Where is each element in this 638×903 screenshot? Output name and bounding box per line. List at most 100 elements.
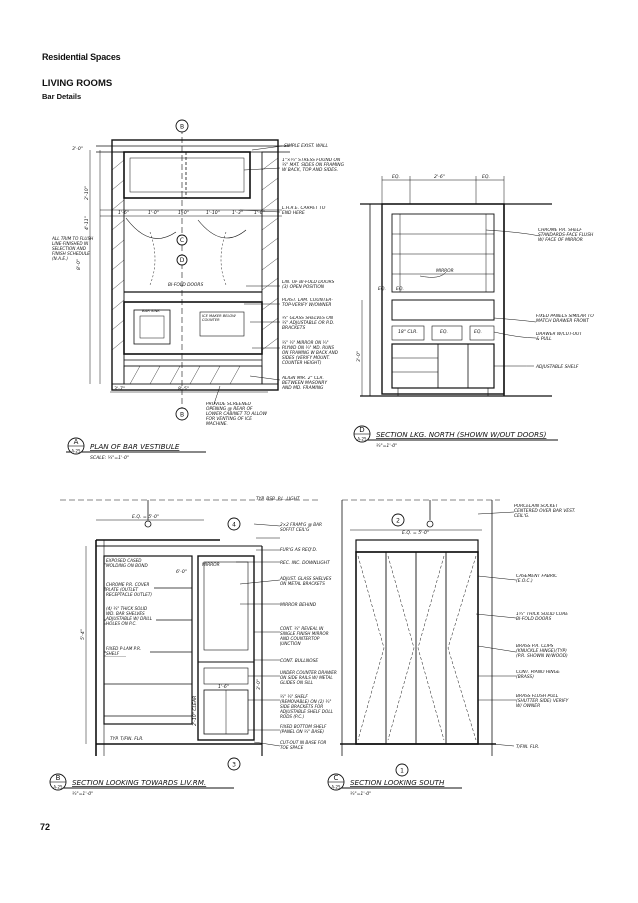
dimension: 1'-0" xyxy=(148,210,159,216)
annotation: TYP. BSB. P.L. LIGHT xyxy=(256,496,300,502)
annotation: ADJUST. GLASS SHELVES ON METAL BRACKETS xyxy=(280,576,332,586)
drawing-title: PLAN OF BAR VESTIBULE xyxy=(90,442,180,451)
annotation: UNDER COUNTER DRAWER ON SIDE RAILS W/ ME… xyxy=(280,670,337,685)
section-looking-south xyxy=(340,499,517,756)
annotation: CUT-OUT IN BASE FOR TOE SPACE xyxy=(280,740,327,750)
dimension: 1'-0" xyxy=(178,210,189,216)
annotation: CHROME P.R. SHELF STANDARDS-FACE FLUSH W… xyxy=(538,228,594,243)
dimension: EQ. xyxy=(440,329,448,335)
callout-bubble xyxy=(175,119,189,133)
section-looking-towards-livrm xyxy=(60,499,320,756)
annotation: TYP. T/FIN. FLR. xyxy=(110,736,144,742)
callout-label: B xyxy=(180,124,184,131)
dimension: 2'-6" xyxy=(434,174,445,180)
annotation: BAR SINK xyxy=(142,308,160,313)
sheet-ref: A-25 xyxy=(53,785,63,790)
annotation: CONT. BULLNOSE xyxy=(280,658,318,664)
drawing-scale: ¼"=1'-0" xyxy=(376,443,397,449)
annotation: FIXED P-LAM P.R. SHELF xyxy=(106,646,150,656)
annotation: ¼" ¼" SHELF (REMOVABLE) ON (2) ¼" SIDE B… xyxy=(280,694,333,719)
annotation: FIXED BOTTOM SHELF (PANEL ON ¼" BASE) xyxy=(280,724,327,734)
annotation: REC. INC. DOWNLIGHT xyxy=(280,560,330,566)
dimension: 1'-3" xyxy=(232,210,243,216)
dimension: EQ. xyxy=(474,329,482,335)
annotation: L.H.R.E. CARPET TO END HERE xyxy=(282,206,326,216)
dimension: 8'-5" xyxy=(178,386,189,392)
annotation: PORCELAIN SOCKET CENTERED OVER BAR VEST.… xyxy=(514,504,576,519)
callout-bubble xyxy=(227,757,241,771)
drawing-tag: D xyxy=(359,426,364,434)
callout-label: 3 xyxy=(232,762,236,769)
annotation: ALIGN MIR. 2" CLR. BETWEEN MASONRY AND M… xyxy=(282,376,328,391)
annotation: MIRROR xyxy=(436,268,454,274)
annotation: FUR'G AS REQ'D. xyxy=(280,547,317,553)
dimension: 8'-0" xyxy=(76,259,82,270)
annotation: CASEMENT FABRIC (E.O.C.) xyxy=(516,574,558,584)
annotation: BRASS FLUSH PULL (SHUTTER SIDE) VERIFY W… xyxy=(516,694,569,709)
annotation: ADJUSTABLE SHELF xyxy=(535,364,579,370)
callout-bubble xyxy=(227,517,241,531)
annotation: MIRROR BEHIND xyxy=(280,602,317,608)
drawing-title: SECTION LOOKING SOUTH xyxy=(350,778,445,787)
dimension: 6'-0" xyxy=(176,569,187,575)
dimension: EQ. xyxy=(396,286,404,292)
annotation: PROVIDE SCREENED OPENING @ REAR OF LOWER… xyxy=(206,402,267,427)
dimension: 18" CLR. xyxy=(398,329,418,335)
callout-bubble xyxy=(176,254,188,266)
page-number: 72 xyxy=(40,822,51,832)
annotation: CONT. PIANO HINGE (BRASS) xyxy=(516,670,560,680)
drawing-scale: ¼"=1'-0" xyxy=(72,791,93,797)
section-looking-north xyxy=(360,176,552,397)
annotation: 1¾" THICK SOLID CORE BI-FOLD DOORS xyxy=(516,612,569,622)
dimension: 3'-0" xyxy=(72,146,83,152)
drawing-title: SECTION LKG. NORTH (SHOWN W/OUT DOORS) xyxy=(376,430,547,439)
callout-bubble xyxy=(176,234,188,246)
sheet-ref: A-25 xyxy=(357,437,367,442)
dimension: 1'-6" xyxy=(118,210,129,216)
callout-label: D xyxy=(180,257,185,264)
annotation: BRASS P.R. CLIPS (KNUCKLE HINGE)(TYP) (P… xyxy=(516,644,568,659)
annotation: LIN. OF BI-FOLD DOORS (3) OPEN POSITION xyxy=(282,280,335,290)
annotation: ALL TRIM TO FLUSH LINE-FINISHED IN SELEC… xyxy=(52,236,94,261)
annotation: BI-FOLD DOORS xyxy=(168,282,203,288)
annotation: ¼" GLASS SHELVES ON ¼" ADJUSTABLE OR P.D… xyxy=(282,316,335,331)
dimension: EQ. xyxy=(482,174,490,180)
drawing-scale: ¼"=1'-0" xyxy=(350,791,371,797)
dimension: 3'-0" xyxy=(256,679,262,690)
plan-bar-vestibule xyxy=(89,128,290,410)
dimension: 2'-10" CLEAR xyxy=(192,696,198,726)
annotation: DRAWER W/CUT-OUT & PULL xyxy=(536,332,583,342)
drawing-title: SECTION LOOKING TOWARDS LIV.RM. xyxy=(72,778,206,787)
dimension: 3'-7" xyxy=(114,386,125,392)
drawing-tag: A xyxy=(74,438,79,446)
annotation: (4) ¼" THICK SOLID WD. BAR SHELVES ADJUS… xyxy=(106,606,156,626)
dimension: 5'-4" xyxy=(80,629,86,640)
dimension: EQ. xyxy=(392,174,400,180)
dimension: 3'-0" xyxy=(356,351,362,362)
section-heading: Residential Spaces xyxy=(42,52,121,62)
annotation: 1"×¼" STRESS FOUND ON ¼" MAT. SIDES ON F… xyxy=(282,158,344,173)
dimension: 4'-11" xyxy=(84,216,90,230)
dimension: 1'-6" xyxy=(218,684,229,690)
annotation: ¼" ¼" MIRROR ON ¼" PLYWD ON ¼" MD. RUNS … xyxy=(282,340,338,365)
annotation: ICE MAKER BELOW COUNTER xyxy=(202,314,236,322)
annotation: MIRROR xyxy=(202,562,220,568)
dimension: E.Q. = 5'-0" xyxy=(402,530,429,536)
drawing-tag: C xyxy=(334,774,339,782)
callout-bubble xyxy=(175,407,189,421)
drawing-tag: B xyxy=(56,774,61,782)
dimension: E.Q. = 5'-0" xyxy=(132,514,159,520)
sheet-ref: A-25 xyxy=(71,449,81,454)
annotation: 2×2 FRAM'G @ BAR SOFFIT CEIL'G xyxy=(280,522,322,532)
annotation: SIMPLE EXIST. WALL xyxy=(284,143,329,149)
callout-bubble xyxy=(391,513,405,527)
sheet-ref: A-25 xyxy=(331,785,341,790)
callout-bubble xyxy=(395,763,409,777)
dimension: 2'-10" xyxy=(84,186,90,200)
callout-label: C xyxy=(180,237,184,244)
callout-label: B xyxy=(180,412,184,419)
callout-label: 2 xyxy=(396,518,400,525)
page-subtitle: Bar Details xyxy=(42,92,82,101)
